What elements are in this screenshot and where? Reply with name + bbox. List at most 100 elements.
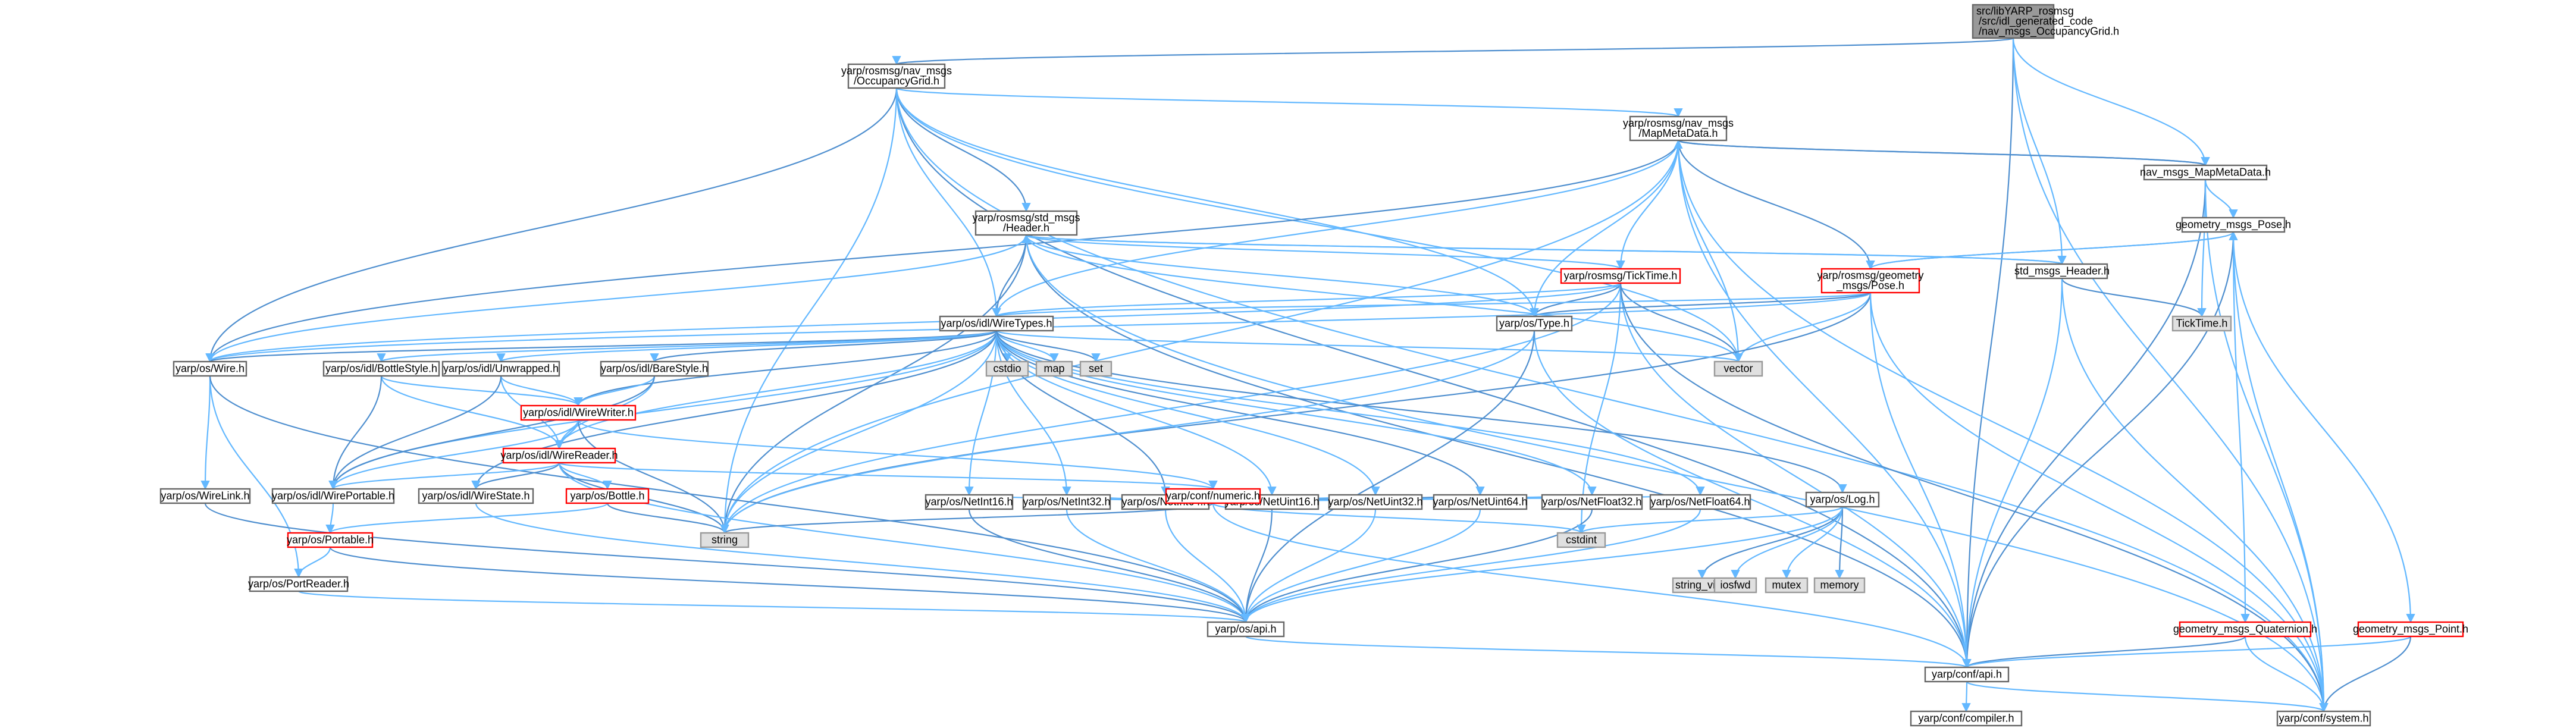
node-oslog[interactable]: yarp/os/Log.h xyxy=(1805,491,1880,508)
node-portreader[interactable]: yarp/os/PortReader.h xyxy=(248,576,349,592)
node-barestyle[interactable]: yarp/os/idl/BareStyle.h xyxy=(600,360,709,377)
node-netint16[interactable]: yarp/os/NetInt16.h xyxy=(925,494,1014,510)
node-point[interactable]: geometry_msgs_Point.h xyxy=(2353,621,2468,638)
edge-navmeta-to-geopose_h xyxy=(2204,179,2238,219)
node-mapmeta[interactable]: yarp/rosmsg/nav_msgs/MapMetaData.h xyxy=(1623,115,1734,142)
node-cstdint[interactable]: cstdint xyxy=(1556,532,1606,548)
node-portable[interactable]: yarp/os/Portable.h xyxy=(287,532,374,548)
node-box xyxy=(271,488,395,504)
node-box xyxy=(322,360,440,377)
node-header[interactable]: yarp/rosmsg/std_msgs/Header.h xyxy=(972,210,1080,236)
edge-netint64-to-osapi xyxy=(1164,509,1251,623)
node-box xyxy=(1649,494,1751,510)
edge-quaternion-to-confapi xyxy=(1962,635,2246,669)
node-bottlestyle[interactable]: yarp/os/idl/BottleStyle.h xyxy=(322,360,440,377)
edge-wirereader-to-bottle xyxy=(558,462,612,490)
node-bottle[interactable]: yarp/os/Bottle.h xyxy=(565,488,650,504)
node-wiretypes[interactable]: yarp/os/idl/WireTypes.h xyxy=(939,315,1054,332)
edge-portable-to-portreader xyxy=(294,547,331,578)
node-label: yarp/os/Log.h xyxy=(1810,494,1875,506)
node-geopose[interactable]: yarp/rosmsg/geometry_msgs/Pose.h xyxy=(1817,268,1924,294)
node-system[interactable]: yarp/conf/system.h xyxy=(2276,710,2371,727)
node-wireportable[interactable]: yarp/os/idl/WirePortable.h xyxy=(271,488,395,504)
node-label: cstdio xyxy=(993,363,1021,375)
node-mutex[interactable]: mutex xyxy=(1765,577,1809,594)
edge-wiretypes-to-map xyxy=(995,330,1059,363)
edge-wirereader-to-osapi xyxy=(558,462,1251,623)
edge-wirereader-to-numeric xyxy=(558,462,1217,490)
node-occ[interactable]: yarp/rosmsg/nav_msgs/OccupancyGrid.h xyxy=(841,63,952,89)
edge-point-to-confapi xyxy=(1962,635,2412,669)
edge-unwrapped-to-wireportable xyxy=(328,375,502,490)
node-confapi[interactable]: yarp/conf/api.h xyxy=(1924,666,2010,683)
node-label: yarp/os/Type.h xyxy=(1499,318,1569,330)
edge-bottle-to-portable xyxy=(325,502,609,534)
node-ticktime[interactable]: yarp/rosmsg/TickTime.h xyxy=(1560,268,1681,284)
edge-oslog-to-osapi xyxy=(1241,506,1844,623)
node-label: yarp/rosmsg/geometry xyxy=(1817,269,1923,281)
node-geopose-h[interactable]: geometry_msgs_Pose.h xyxy=(2176,216,2291,233)
edge-gen-to-occ xyxy=(892,37,2014,65)
edge-bottle-to-string xyxy=(606,503,729,534)
node-netfloat32[interactable]: yarp/os/NetFloat32.h xyxy=(1541,494,1643,510)
edge-oswire-to-portreader xyxy=(209,375,303,578)
node-memory[interactable]: memory xyxy=(1813,577,1866,594)
node-label: set xyxy=(1089,363,1103,375)
edge-occ-to-confapi xyxy=(895,87,1972,669)
edge-netfloat32-to-osapi xyxy=(1241,509,1593,623)
node-netuint64[interactable]: yarp/os/NetUint64.h xyxy=(1433,494,1528,510)
node-compiler[interactable]: yarp/conf/compiler.h xyxy=(1910,710,2023,727)
node-unwrapped[interactable]: yarp/os/idl/Unwrapped.h xyxy=(441,360,560,377)
node-cstdio[interactable]: cstdio xyxy=(985,360,1029,377)
edge-occ-to-string xyxy=(720,87,898,534)
edge-geopose_h-to-quaternion xyxy=(2232,231,2250,623)
node-wirelink[interactable]: yarp/os/WireLink.h xyxy=(159,488,251,504)
edge-geopose-to-confapi xyxy=(1869,292,1972,669)
node-iosfwd[interactable]: iosfwd xyxy=(1713,577,1757,594)
node-ostype[interactable]: yarp/os/Type.h xyxy=(1496,315,1573,332)
node-set[interactable]: set xyxy=(1079,360,1112,377)
edge-wirewriter-to-string xyxy=(577,419,729,534)
edge-wiretypes-to-netint16 xyxy=(964,330,998,496)
edge-wirewriter-to-numeric xyxy=(577,419,1218,490)
node-gen[interactable]: src/libYARP_rosmsg/src/idl_generated_cod… xyxy=(1972,4,2119,39)
node-netuint32[interactable]: yarp/os/NetUint32.h xyxy=(1328,494,1423,510)
node-ticktime-h[interactable]: TickTime.h xyxy=(2171,315,2232,332)
node-wirereader[interactable]: yarp/os/idl/WireReader.h xyxy=(500,447,618,464)
node-numeric[interactable]: yarp/conf/numeric.h xyxy=(1165,488,1261,504)
node-stdheader[interactable]: std_msgs_Header.h xyxy=(2014,263,2110,280)
node-wirestate[interactable]: yarp/os/idl/WireState.h xyxy=(418,488,534,504)
node-box xyxy=(2181,216,2286,233)
node-wirewriter[interactable]: yarp/os/idl/WireWriter.h xyxy=(520,404,637,421)
node-netint32[interactable]: yarp/os/NetInt32.h xyxy=(1022,494,1111,510)
edge-wiretypes-to-netfloat64 xyxy=(995,330,1705,496)
edge-portable-to-osapi xyxy=(329,547,1251,623)
edge-occ-to-system xyxy=(895,87,2329,713)
node-label: yarp/rosmsg/nav_msgs xyxy=(841,65,952,77)
node-box xyxy=(1713,360,1763,377)
node-box xyxy=(1328,494,1423,510)
edge-netfloat64-to-osapi xyxy=(1241,509,1701,623)
node-quaternion[interactable]: geometry_msgs_Quaternion.h xyxy=(2173,621,2317,638)
edge-wiretypes-to-netfloat32 xyxy=(995,330,1597,496)
node-label: nav_msgs_MapMetaData.h xyxy=(2140,167,2271,179)
node-osapi[interactable]: yarp/os/api.h xyxy=(1206,621,1285,638)
node-box xyxy=(1496,315,1573,332)
node-netfloat64[interactable]: yarp/os/NetFloat64.h xyxy=(1649,494,1751,510)
edge-osapi-to-confapi xyxy=(1245,635,1971,669)
node-oswire[interactable]: yarp/os/Wire.h xyxy=(173,360,247,377)
node-box xyxy=(1765,577,1809,594)
node-label: /Header.h xyxy=(1003,222,1049,234)
node-box xyxy=(159,488,251,504)
node-label: yarp/os/NetInt32.h xyxy=(1023,496,1110,508)
edge-wirelink-to-osapi xyxy=(204,503,1251,623)
node-vector[interactable]: vector xyxy=(1713,360,1763,377)
node-navmeta[interactable]: nav_msgs_MapMetaData.h xyxy=(2140,164,2271,181)
edge-mapmeta-to-geopose xyxy=(1677,140,1875,270)
edge-wiretypes-to-oslog xyxy=(995,330,1847,494)
node-label: std_msgs_Header.h xyxy=(2014,265,2110,278)
node-map[interactable]: map xyxy=(1035,360,1073,377)
edge-barestyle-to-wirewriter xyxy=(574,375,656,407)
node-box xyxy=(1805,491,1880,508)
node-string[interactable]: string xyxy=(700,532,750,548)
